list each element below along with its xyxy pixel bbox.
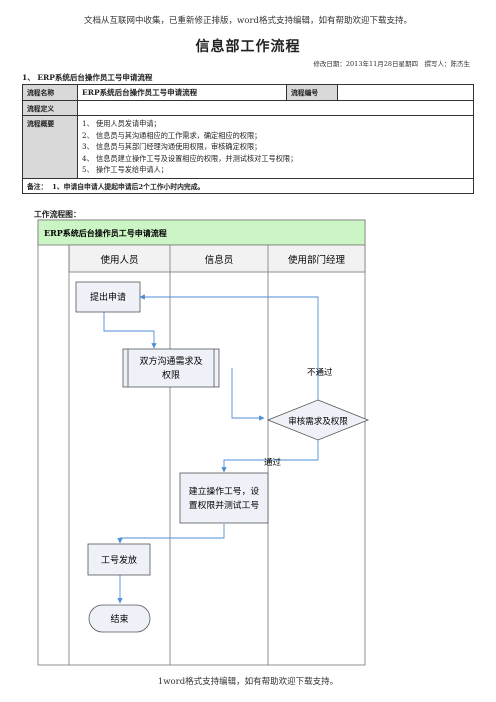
node-apply [75,281,141,313]
connector [231,368,265,421]
header-note: 文档从互联网中收集，已重新修正排版，word格式支持编辑，如有帮助欢迎下载支持。 [84,16,412,26]
label-pass: 通过 [264,457,282,468]
lane-info-officer: 信息员 [205,254,234,266]
note-label: 备注： [27,182,48,191]
node-end [88,604,151,633]
summary-item: 5、 操作工号发给申请人； [82,165,168,175]
node-create-label: 置权限并测试工号 [189,499,260,511]
flowchart-title-band [37,219,366,246]
document-meta: 修改日期：2013年11月28日星期四 撰写人：陈杰生 [313,60,470,68]
table-row: 备注： 1、申请自申请人提起申请后2个工作小时内完成。 [22,177,474,194]
summary-item: 3、 信息员与其部门经理沟通使用权限，审核确定权限； [82,142,262,152]
node-communicate-label: 双方沟通需求及 [139,355,202,367]
summary-item: 1、 使用人员发请申请； [82,119,161,128]
node-create-account [179,472,269,524]
summary-item: 4、 信息员建立操作工号及设置相应的权限，并测试核对工号权限； [82,153,298,163]
node-communicate [122,348,220,388]
node-end-label: 结束 [110,613,128,625]
node-apply-label: 提出申请 [90,291,126,303]
lane-dept-manager: 使用部门经理 [288,254,346,266]
node-review-label: 审核需求及权限 [288,416,348,427]
section-heading: 1、 ERP系统后台操作员工号申请流程 [22,73,153,82]
node-communicate-label: 权限 [162,369,180,381]
lane-user: 使用人员 [100,254,138,266]
node-create-label: 建立操作工号，设 [189,485,260,497]
note-text: 1、申请自申请人提起申请后2个工作小时内完成。 [52,182,205,191]
connector [103,312,157,349]
connector-pass [221,440,319,473]
process-definition-value [77,100,474,116]
process-info-table: 流程名称 ERP系统后台操作员工号申请流程 流程编号 流程定义 流程概要 1、 … [22,84,474,194]
page-title: 信息部工作流程 [195,39,301,55]
summary-item: 2、 信息员与其沟通相应的工作需求，确定相应的权限； [82,130,262,140]
connector-reject [139,294,319,400]
node-review [266,399,370,441]
flowchart-label: 工作流程图： [34,210,81,219]
process-note: 备注： 1、申请自申请人提起申请后2个工作小时内完成。 [22,177,474,194]
label-reject: 不通过 [307,367,333,378]
flowchart-title: ERP系统后台操作员工号申请流程 [44,228,167,238]
process-summary: 1、 使用人员发请申请； 2、 信息员与其沟通相应的工作需求，确定相应的权限； … [77,115,474,179]
table-row: 流程概要 1、 使用人员发请申请； 2、 信息员与其沟通相应的工作需求，确定相应… [22,115,474,179]
connector [117,524,225,544]
footer-note: 1word格式支持编辑，如有帮助欢迎下载支持。 [157,677,339,687]
node-issue-label: 工号发放 [101,554,137,566]
node-issue [87,543,151,576]
process-definition-label: 流程定义 [22,100,78,116]
table-row: 流程定义 [22,100,474,116]
lane-header-row [68,244,366,273]
